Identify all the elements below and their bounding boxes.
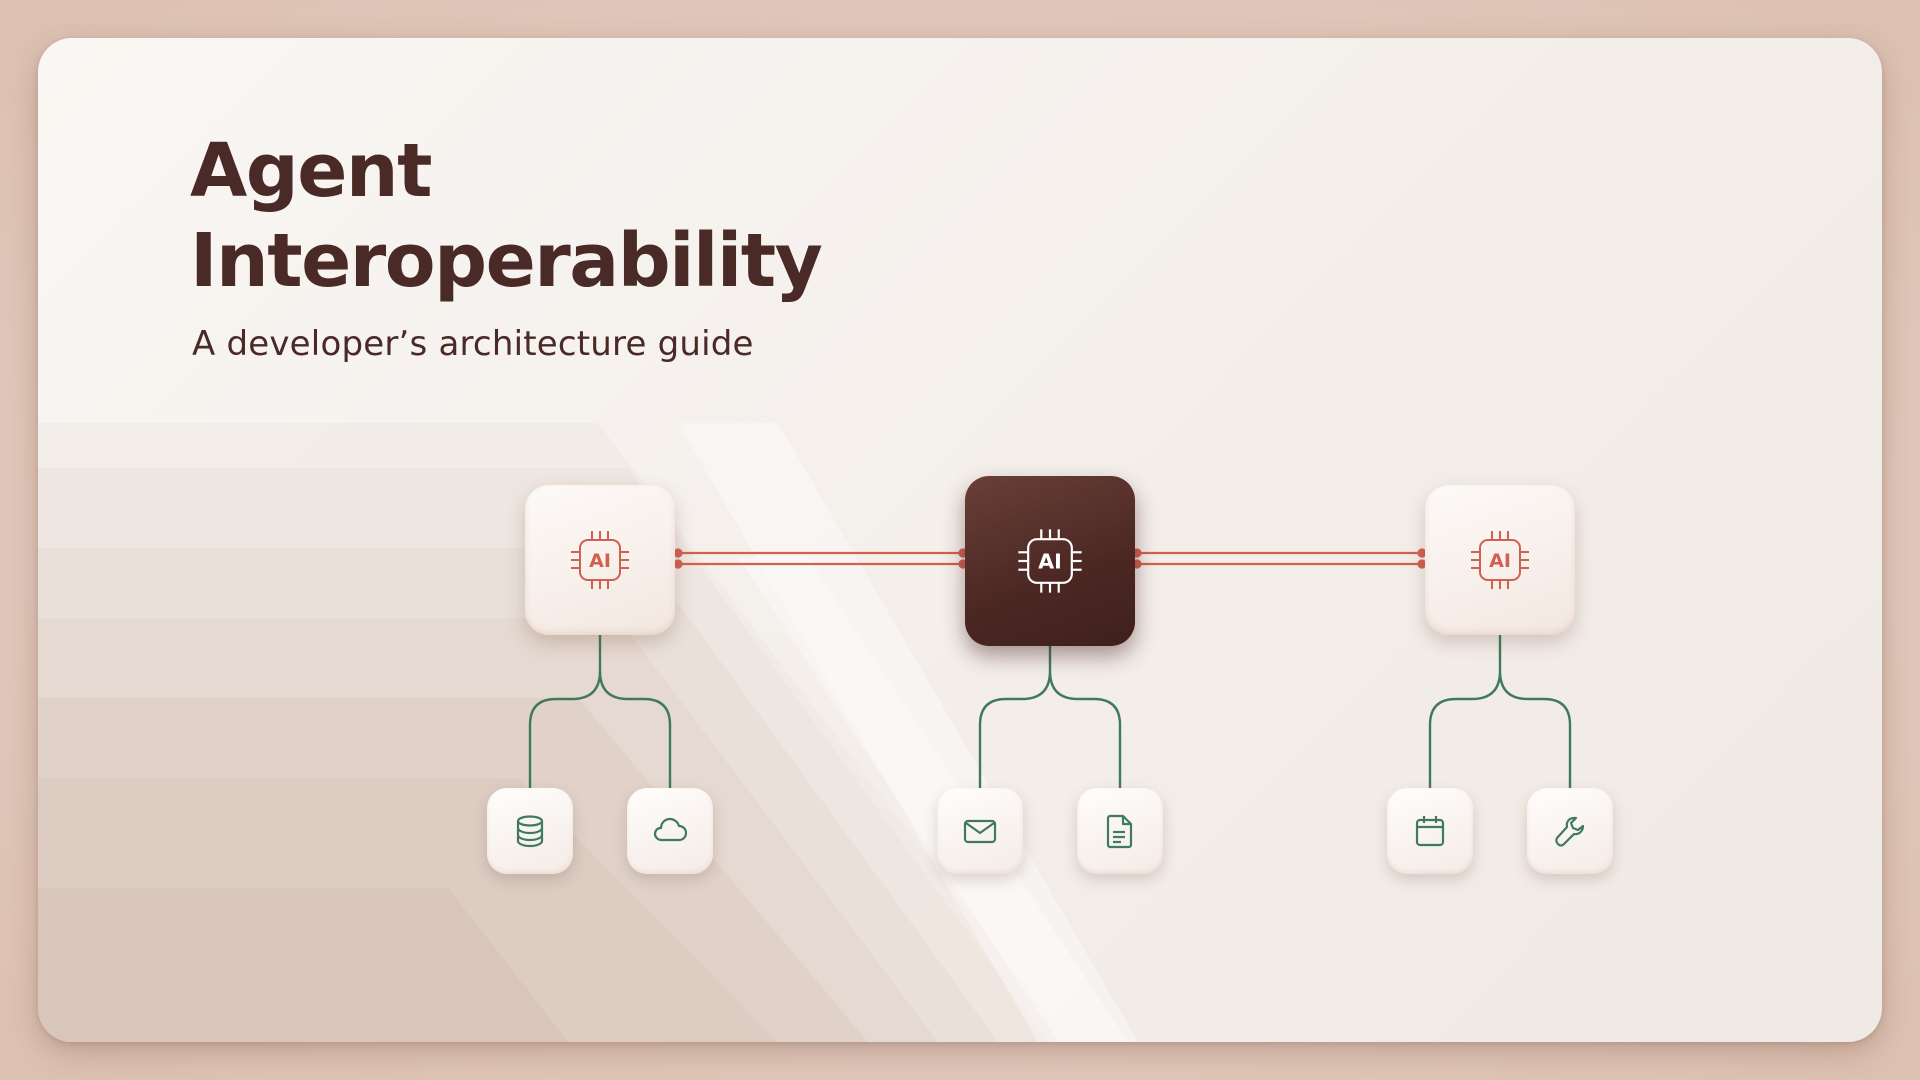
- mail-icon: [963, 819, 997, 844]
- cpu-chip-icon: AI: [1018, 529, 1082, 593]
- tool-node-wrench[interactable]: [1527, 788, 1613, 874]
- agent-node-left[interactable]: AI: [525, 485, 675, 635]
- cpu-chip-icon: AI: [1471, 531, 1529, 589]
- agent-label-center: AI: [1038, 550, 1062, 574]
- document-icon: [1106, 814, 1133, 849]
- agent-link-left: [673, 548, 968, 569]
- agent-link-right: [1132, 548, 1427, 569]
- page-subtitle: A developer’s architecture guide: [192, 324, 754, 364]
- agent-node-center[interactable]: AI: [965, 476, 1135, 646]
- slide-card: Agent Interoperability A developer’s arc…: [38, 38, 1882, 1042]
- database-icon: [516, 815, 544, 848]
- tree-branch-left: [528, 635, 672, 788]
- wrench-icon: [1555, 816, 1585, 847]
- connections: [528, 548, 1572, 788]
- calendar-icon: [1415, 816, 1445, 847]
- title-line-1: Agent: [190, 128, 433, 214]
- title-line-2: Interoperability: [190, 218, 823, 304]
- page-title: Agent Interoperability: [190, 126, 823, 306]
- background-stripes: [38, 423, 1138, 1042]
- cpu-chip-icon: AI: [571, 531, 629, 589]
- tree-branch-right: [1428, 635, 1572, 788]
- tree-branch-center: [978, 644, 1122, 788]
- agent-node-right[interactable]: AI: [1425, 485, 1575, 635]
- agent-label-left: AI: [589, 550, 611, 572]
- tool-node-mail[interactable]: [937, 788, 1023, 874]
- tool-node-document[interactable]: [1077, 788, 1163, 874]
- agent-label-right: AI: [1489, 550, 1511, 572]
- tool-node-cloud[interactable]: [627, 788, 713, 874]
- tool-node-calendar[interactable]: [1387, 788, 1473, 874]
- cloud-icon: [653, 817, 688, 842]
- tool-node-database[interactable]: [487, 788, 573, 874]
